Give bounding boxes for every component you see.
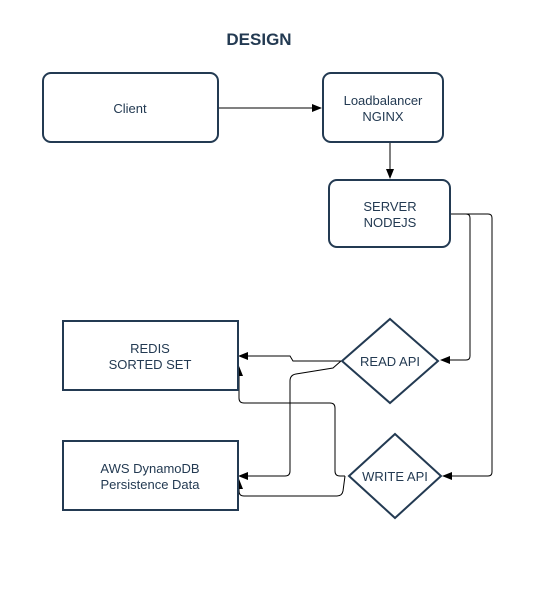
client-label: Client — [113, 101, 147, 116]
dynamodb-label-line1: AWS DynamoDB — [100, 461, 199, 476]
read-api-label: READ API — [360, 354, 420, 369]
edge-read-api-to-redis — [238, 352, 341, 362]
edge-write-api-to-redis — [235, 366, 345, 477]
edges — [218, 104, 493, 497]
diagram-title: DESIGN — [226, 30, 291, 49]
loadbalancer-node: Loadbalancer NGINX — [322, 72, 444, 143]
server-label-line2: NODEJS — [364, 215, 417, 230]
dynamodb-label-line2: Persistence Data — [101, 477, 201, 492]
write-api-label: WRITE API — [362, 469, 428, 484]
redis-node: REDIS SORTED SET — [62, 320, 239, 391]
dynamodb-node: AWS DynamoDB Persistence Data — [62, 440, 239, 511]
redis-label-line1: REDIS — [130, 341, 170, 356]
client-node: Client — [42, 72, 219, 143]
server-node: SERVER NODEJS — [328, 179, 451, 248]
redis-label-line2: SORTED SET — [109, 357, 192, 372]
loadbalancer-label-line2: NGINX — [362, 109, 404, 124]
edge-server-to-write-api — [442, 213, 493, 480]
server-label-line1: SERVER — [363, 199, 416, 214]
read-api-node: READ API — [340, 317, 440, 405]
write-api-node: WRITE API — [347, 432, 443, 520]
loadbalancer-label-line1: Loadbalancer — [344, 93, 423, 108]
edge-read-api-to-dynamodb — [238, 360, 342, 480]
edge-write-api-to-dynamodb — [235, 475, 346, 497]
